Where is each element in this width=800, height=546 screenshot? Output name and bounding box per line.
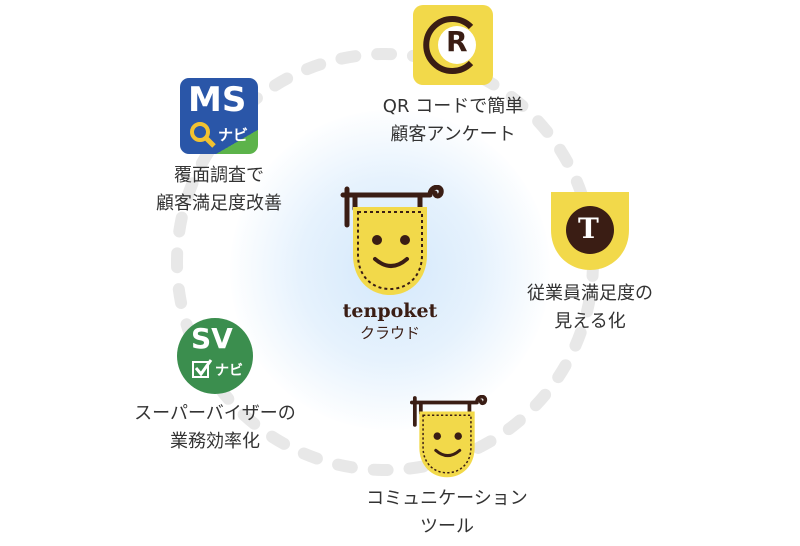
shield-icon — [551, 192, 629, 270]
ms-navi-icon: MS ナビ — [180, 78, 258, 154]
node-label: 顧客アンケート — [390, 124, 516, 145]
sv-title: SV — [191, 322, 233, 355]
node-sv-navi: SV ナビ スーパーバイザーの 業務効率化 — [130, 318, 300, 456]
t-letter: T — [578, 212, 599, 245]
tenpoket-cloud-logo: tenpoket クラウド — [330, 184, 450, 343]
communication-tool-icon — [409, 394, 488, 478]
node-label: 覆面調査で — [174, 165, 264, 186]
node-label: 業務効率化 — [170, 431, 260, 452]
pocket-face-icon — [340, 184, 444, 295]
sv-sub: ナビ — [215, 363, 243, 379]
node-label: 従業員満足度の — [527, 283, 653, 304]
brand-sub: クラウド — [359, 324, 420, 342]
node-label: コミュニケーション — [366, 488, 528, 509]
checkbox-icon — [192, 359, 213, 378]
sv-navi-icon: SV ナビ — [177, 318, 253, 394]
qr-letter: R — [446, 25, 468, 58]
node-label: 見える化 — [554, 311, 626, 332]
node-ms-navi: MS ナビ 覆面調査で 顧客満足度改善 — [140, 78, 298, 218]
ms-sub: ナビ — [218, 126, 249, 144]
node-label: QR コードで簡単 — [382, 96, 524, 117]
brand-name: tenpoket — [342, 300, 438, 322]
magnifier-icon — [190, 122, 216, 148]
c-circle-icon — [423, 16, 476, 74]
node-label: 顧客満足度改善 — [156, 193, 282, 214]
node-label: スーパーバイザーの — [134, 403, 296, 424]
qr-survey-icon: R — [413, 5, 493, 85]
node-communication-tool: コミュニケーション ツール — [362, 394, 532, 541]
employee-satisfaction-icon: T — [549, 190, 631, 272]
node-employee-satisfaction: T 従業員満足度の 見える化 — [510, 190, 670, 336]
node-label: ツール — [420, 516, 474, 537]
ms-title: MS — [188, 80, 247, 120]
node-qr-survey: R QR コードで簡単 顧客アンケート — [373, 5, 533, 149]
